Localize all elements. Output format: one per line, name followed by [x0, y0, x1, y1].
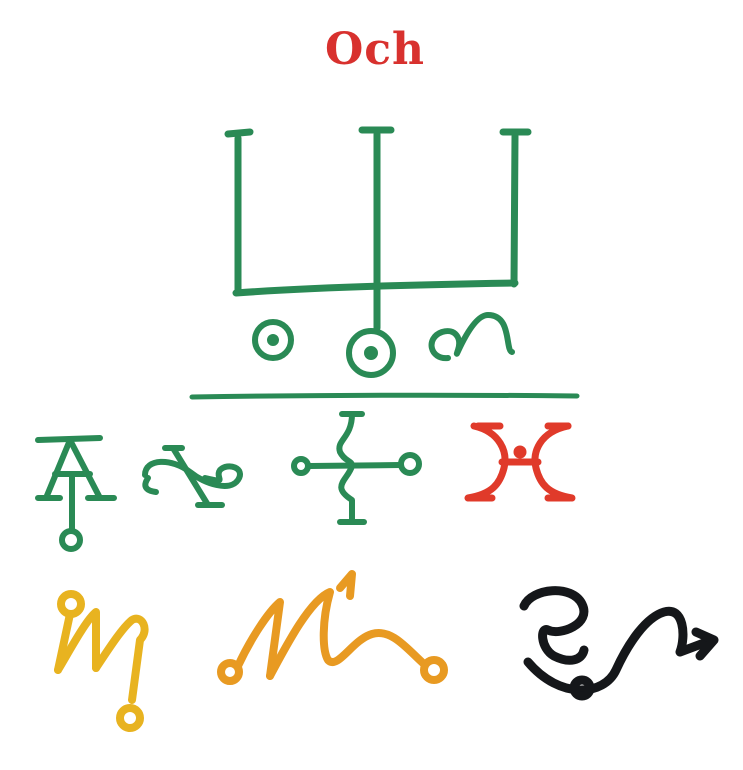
trident-sigil	[224, 126, 532, 332]
black-swirl-glyph	[519, 586, 719, 701]
planet-glyph-row	[252, 312, 515, 378]
small-circle-glyph	[252, 319, 294, 361]
trident-left-prong-serif	[224, 128, 254, 138]
trident-right-prong	[510, 132, 519, 288]
sun-circle-glyph	[346, 328, 396, 378]
wave-cross-glyph	[142, 445, 243, 508]
divider-line	[189, 392, 580, 400]
orange-wave-glyph	[217, 570, 448, 685]
middle-glyph-row	[35, 411, 422, 552]
gold-zigzag-glyph	[54, 590, 149, 732]
triangle-cross-glyph	[35, 435, 117, 552]
spirit-name-title: Och	[324, 24, 426, 75]
red-crescent-glyph	[464, 422, 576, 502]
trident-base	[232, 279, 519, 297]
circled-cross-glyph	[291, 411, 422, 525]
leo-glyph	[428, 312, 515, 362]
